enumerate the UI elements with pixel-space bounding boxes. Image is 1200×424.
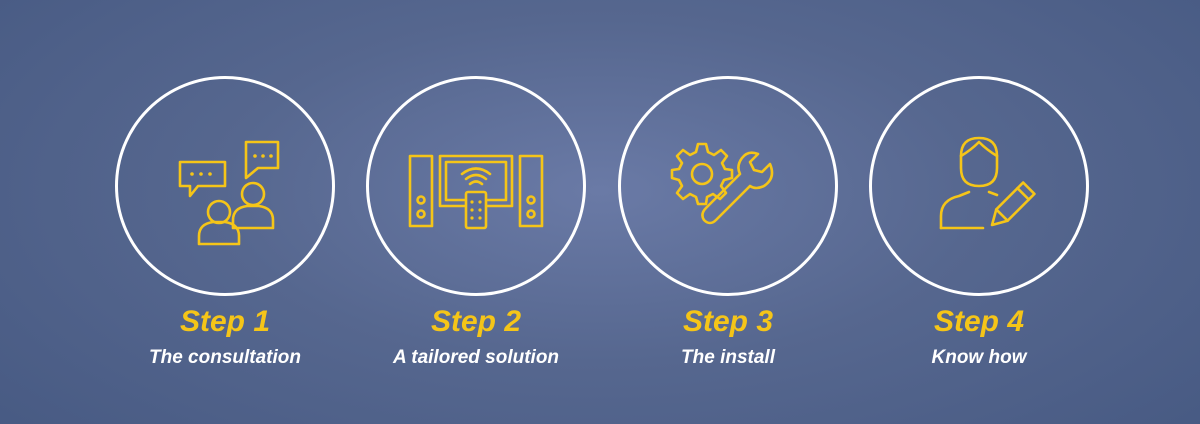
step-4-subtitle: Know how: [931, 347, 1027, 368]
gear-wrench-icon: [670, 142, 774, 225]
user-pencil-icon: [939, 136, 1036, 230]
step-3: Step 3 The install: [598, 0, 858, 424]
step-2-subtitle: A tailored solution: [392, 347, 560, 368]
step-1-title: Step 1: [179, 305, 271, 338]
step-2-circle: [366, 76, 586, 296]
step-2: Step 2 A tailored solution: [346, 0, 606, 424]
step-4: Step 4 Know how: [849, 0, 1109, 424]
step-1-subtitle: The consultation: [149, 347, 301, 368]
step-2-title: Step 2: [430, 305, 522, 338]
step-3-subtitle: The install: [681, 347, 775, 368]
consultation-icon: [178, 140, 280, 246]
step-4-circle: [869, 76, 1089, 296]
home-theater-icon: [408, 154, 544, 230]
step-4-title: Step 4: [933, 305, 1025, 338]
step-3-circle: [618, 76, 838, 296]
step-1-circle: [115, 76, 335, 296]
step-3-title: Step 3: [682, 305, 774, 338]
step-1: Step 1 The consultation: [95, 0, 355, 424]
